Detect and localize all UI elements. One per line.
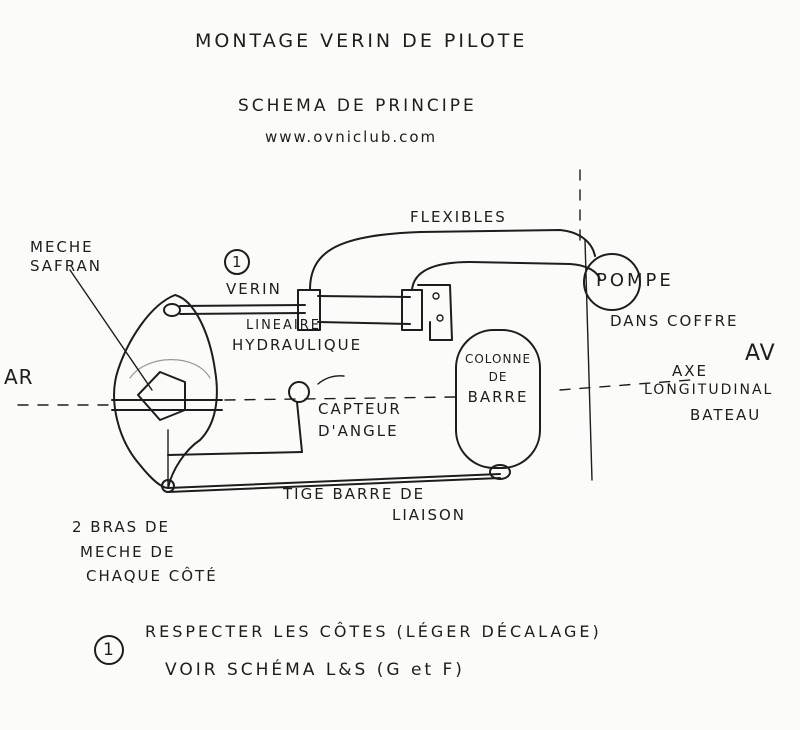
rudder-body bbox=[113, 294, 218, 489]
verin-note-marker: 1 bbox=[232, 253, 244, 271]
label-ar: AR bbox=[4, 365, 34, 389]
pump-circle bbox=[583, 253, 641, 311]
verin-note-circle bbox=[224, 249, 250, 275]
rudder-top-eye bbox=[163, 303, 181, 317]
label-longitudinal: LONGITUDINAL bbox=[644, 382, 774, 398]
tie-bar bbox=[167, 473, 501, 489]
ram-mount-bolt-2 bbox=[436, 314, 444, 322]
label-colonne-barre: BARRE bbox=[467, 388, 529, 406]
rudder-stock-square bbox=[137, 371, 186, 421]
ram-cylinder-bottom bbox=[317, 321, 411, 325]
meche-pointer bbox=[69, 269, 153, 391]
sensor-pointer bbox=[317, 375, 345, 385]
footnote-marker: 1 bbox=[103, 640, 117, 660]
website-url: www.ovniclub.com bbox=[265, 128, 438, 146]
subtitle: SCHEMA DE PRINCIPE bbox=[238, 96, 477, 116]
label-tige-barre: TIGE BARRE DE bbox=[283, 485, 426, 503]
sensor-arm-vertical bbox=[296, 401, 303, 453]
tie-bar-2 bbox=[167, 477, 501, 493]
footnote-line-2: VOIR SCHÉMA L&S (G et F) bbox=[165, 660, 465, 680]
label-verin: VERIN bbox=[226, 280, 282, 298]
label-capteur: CAPTEUR bbox=[318, 400, 402, 418]
label-flexibles: FLEXIBLES bbox=[410, 208, 507, 226]
ram-rod-top bbox=[179, 304, 306, 307]
label-lineaire: LINEAIRE bbox=[246, 318, 321, 333]
label-meche-de: MECHE DE bbox=[80, 543, 176, 561]
angle-sensor bbox=[288, 381, 310, 403]
page-title: MONTAGE VERIN DE PILOTE bbox=[195, 30, 528, 52]
label-meche: MECHE bbox=[30, 238, 94, 256]
ram-rod-bottom bbox=[179, 312, 306, 315]
bulkhead-line bbox=[584, 239, 593, 481]
label-2-bras: 2 BRAS DE bbox=[72, 518, 170, 536]
label-colonne-de: DE bbox=[488, 370, 508, 384]
hose-upper bbox=[309, 229, 596, 291]
label-dans-coffre: DANS COFFRE bbox=[610, 312, 739, 330]
label-liaison: LIAISON bbox=[392, 506, 467, 524]
sensor-link-rod bbox=[167, 451, 303, 456]
ram-cylinder-top bbox=[317, 295, 411, 298]
label-axe: AXE bbox=[672, 362, 709, 380]
rudder-stock-ring bbox=[129, 359, 211, 379]
hose-lower bbox=[411, 261, 601, 291]
ram-mount-bolt-1 bbox=[432, 292, 440, 300]
label-av: AV bbox=[745, 341, 776, 366]
longitudinal-axis-right bbox=[559, 379, 691, 391]
label-pompe: POMPE bbox=[596, 270, 674, 291]
label-dangle: D'ANGLE bbox=[318, 422, 399, 440]
label-bateau: BATEAU bbox=[690, 406, 762, 424]
label-safran: SAFRAN bbox=[30, 257, 102, 275]
ram-mount-bracket bbox=[417, 284, 453, 341]
label-chaque-cote: CHAQUE CÔTÉ bbox=[86, 567, 218, 585]
label-colonne: COLONNE bbox=[464, 352, 532, 366]
steering-column bbox=[455, 329, 541, 469]
label-hydraulique: HYDRAULIQUE bbox=[232, 336, 363, 354]
footnote-circle bbox=[94, 635, 124, 665]
footnote-line-1: RESPECTER LES CÔTES (LÉGER DÉCALAGE) bbox=[145, 622, 602, 641]
